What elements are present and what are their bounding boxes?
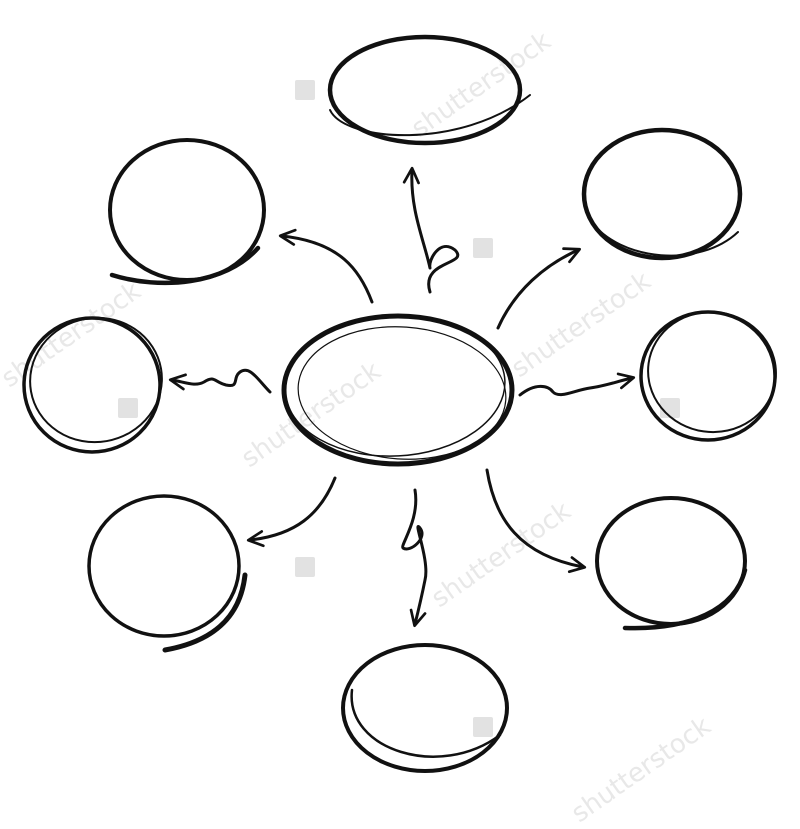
arrow-to-bottom bbox=[401, 488, 428, 628]
node-bottom-right bbox=[595, 496, 748, 631]
arrow-to-bottom-left bbox=[246, 476, 337, 548]
center-node bbox=[281, 313, 515, 467]
arrow-to-top-left bbox=[278, 228, 374, 304]
arrow-to-bottom-right bbox=[485, 468, 587, 574]
node-top-right bbox=[581, 127, 743, 261]
node-top bbox=[327, 34, 531, 146]
mind-map-diagram bbox=[22, 34, 777, 773]
arrow-to-top bbox=[402, 166, 460, 294]
node-bottom-left bbox=[87, 494, 248, 653]
node-left bbox=[22, 316, 163, 454]
node-right bbox=[639, 310, 777, 442]
connectors bbox=[168, 166, 636, 628]
node-bottom bbox=[341, 643, 509, 773]
arrow-to-left bbox=[168, 368, 272, 394]
arrow-to-right bbox=[518, 372, 636, 397]
node-top-left bbox=[108, 138, 266, 286]
arrow-to-top-right bbox=[496, 247, 581, 330]
